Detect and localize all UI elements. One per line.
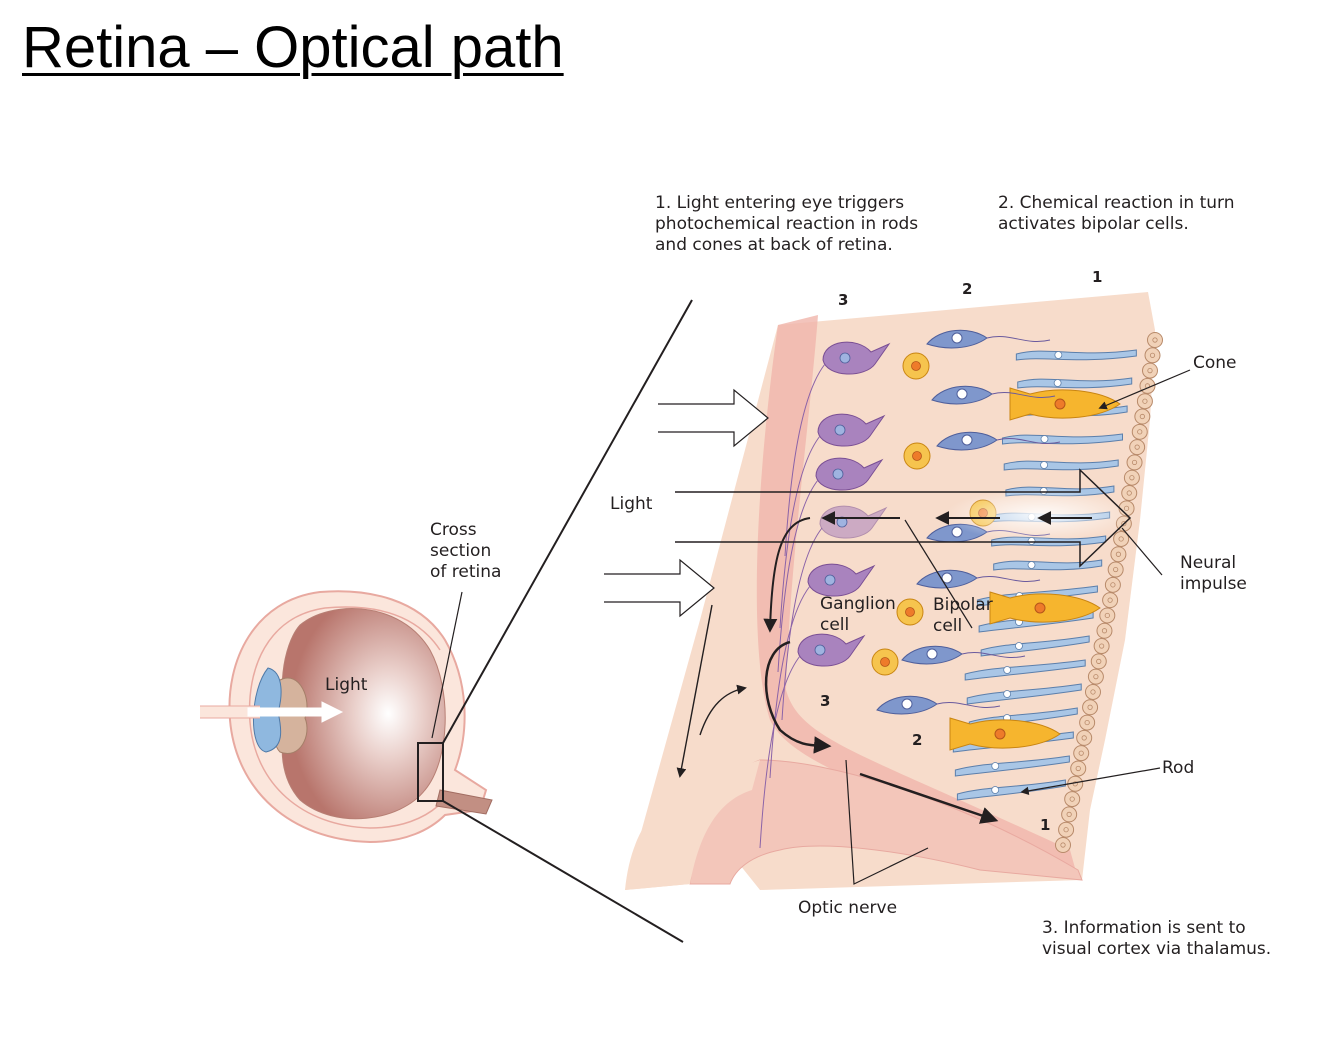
step2-line1: 2. Chemical reaction in turn: [998, 193, 1235, 213]
eye-illustration: [200, 299, 693, 943]
pigment-bead: [1070, 760, 1087, 777]
pigment-bead: [1144, 347, 1161, 364]
pigment-bead: [1076, 729, 1093, 746]
step3-line2: visual cortex via thalamus.: [1042, 939, 1271, 959]
layer-number-top-2: 2: [962, 280, 972, 298]
pigment-bead: [1110, 546, 1127, 563]
ganglion-cell: [797, 633, 866, 667]
pigment-epithelium: [1055, 332, 1163, 853]
zoom-line-top: [442, 299, 693, 744]
pigment-bead: [1090, 653, 1107, 670]
ganglion-cell: [815, 457, 884, 491]
rod-label: Rod: [1162, 758, 1194, 778]
pigment-bead: [1141, 362, 1158, 379]
rod-cell: [956, 779, 1066, 801]
incoming-light-arrow-bottom: [604, 558, 715, 618]
svg-text:Cross: Cross: [430, 520, 477, 540]
rod-cell: [1015, 349, 1137, 361]
neural-impulse-label: Neural impulse: [1180, 553, 1247, 594]
pigment-bead: [1079, 714, 1096, 731]
svg-text:Ganglion: Ganglion: [820, 594, 896, 614]
pigment-bead: [1102, 592, 1119, 609]
step1-text: 1. Light entering eye triggers photochem…: [655, 193, 918, 255]
pigment-bead: [1134, 408, 1151, 425]
cone-pointer: [1098, 369, 1191, 410]
pigment-bead: [1087, 668, 1104, 685]
retina-section: [604, 292, 1191, 890]
step1-line1: 1. Light entering eye triggers: [655, 193, 904, 213]
optic-nerve-label: Optic nerve: [798, 898, 897, 918]
step1-line3: and cones at back of retina.: [655, 235, 893, 255]
ganglion-cell: [822, 341, 891, 375]
pigment-bead: [1104, 576, 1121, 593]
pigment-bead: [1147, 332, 1163, 348]
rod-pointer: [1020, 767, 1161, 795]
zoom-line-bottom: [442, 800, 684, 943]
pigment-bead: [1123, 469, 1140, 486]
layer-number-bottom-3: 3: [820, 692, 830, 710]
svg-text:Bipolar: Bipolar: [933, 595, 993, 615]
pigment-bead: [1113, 530, 1130, 547]
eye-light-label: Light: [325, 675, 368, 695]
retina-light-label: Light: [610, 494, 653, 514]
light-arrow: [247, 701, 344, 723]
optic-nerve-pointer: [845, 759, 929, 885]
pigment-bead: [1055, 837, 1071, 853]
rod-cell: [1003, 459, 1119, 471]
pigment-bead: [1129, 439, 1146, 456]
cross-section-box: [417, 742, 444, 802]
slide-title: Retina – Optical path: [22, 15, 564, 80]
cone-label: Cone: [1193, 353, 1237, 373]
layer-number-top-1: 1: [1092, 268, 1102, 286]
rod-cell: [966, 683, 1082, 705]
svg-text:of retina: of retina: [430, 562, 501, 582]
step3-line1: 3. Information is sent to: [1042, 918, 1246, 938]
ganglion-cell: [817, 413, 886, 447]
ganglion-cell-label: Ganglion cell: [820, 594, 896, 635]
layer-number-bottom-2: 2: [912, 731, 922, 749]
light-through-retina-arrow: [675, 468, 1132, 568]
pigment-bead: [1107, 561, 1124, 578]
neural-impulse-pointer: [1121, 527, 1163, 576]
layer-number-top-3: 3: [838, 291, 848, 309]
pigment-bead: [1084, 683, 1101, 700]
pigment-bead: [1064, 791, 1081, 808]
rod-cell: [964, 659, 1086, 681]
pigment-bead: [1121, 485, 1138, 502]
svg-text:cell: cell: [820, 615, 849, 635]
bipolar-cell-label: Bipolar cell: [933, 595, 993, 636]
pigment-bead: [1073, 745, 1090, 762]
step3-text: 3. Information is sent to visual cortex …: [1042, 918, 1271, 959]
svg-text:section: section: [430, 541, 491, 561]
pigment-bead: [1096, 622, 1113, 639]
layer-number-bottom-1: 1: [1040, 816, 1050, 834]
svg-text:impulse: impulse: [1180, 574, 1247, 594]
step2-text: 2. Chemical reaction in turn activates b…: [998, 193, 1235, 234]
cross-section-label: Cross section of retina: [430, 520, 501, 582]
pigment-bead: [1082, 699, 1099, 716]
svg-text:Neural: Neural: [1180, 553, 1236, 573]
rod-cell: [1017, 377, 1133, 389]
step1-line2: photochemical reaction in rods: [655, 214, 918, 234]
ganglion-cell: [819, 505, 888, 539]
pigment-bead: [1099, 607, 1116, 624]
inner-limiting-membrane: [756, 315, 1075, 868]
pigment-bead: [1061, 806, 1078, 823]
rod-cell: [993, 559, 1103, 571]
rod-cell: [954, 755, 1070, 777]
rod-cell: [980, 635, 1090, 657]
pigment-bead: [1093, 638, 1110, 655]
ganglion-cell: [807, 563, 876, 597]
incoming-light-arrow-top: [658, 388, 769, 448]
pigment-bead: [1126, 454, 1143, 471]
step2-line2: activates bipolar cells.: [998, 214, 1189, 234]
cross-section-pointer: [431, 591, 463, 739]
pigment-bead: [1058, 821, 1075, 838]
pigment-bead: [1136, 393, 1153, 410]
retinal-cells: [759, 329, 1137, 849]
pigment-bead: [1131, 423, 1148, 440]
svg-text:cell: cell: [933, 616, 962, 636]
